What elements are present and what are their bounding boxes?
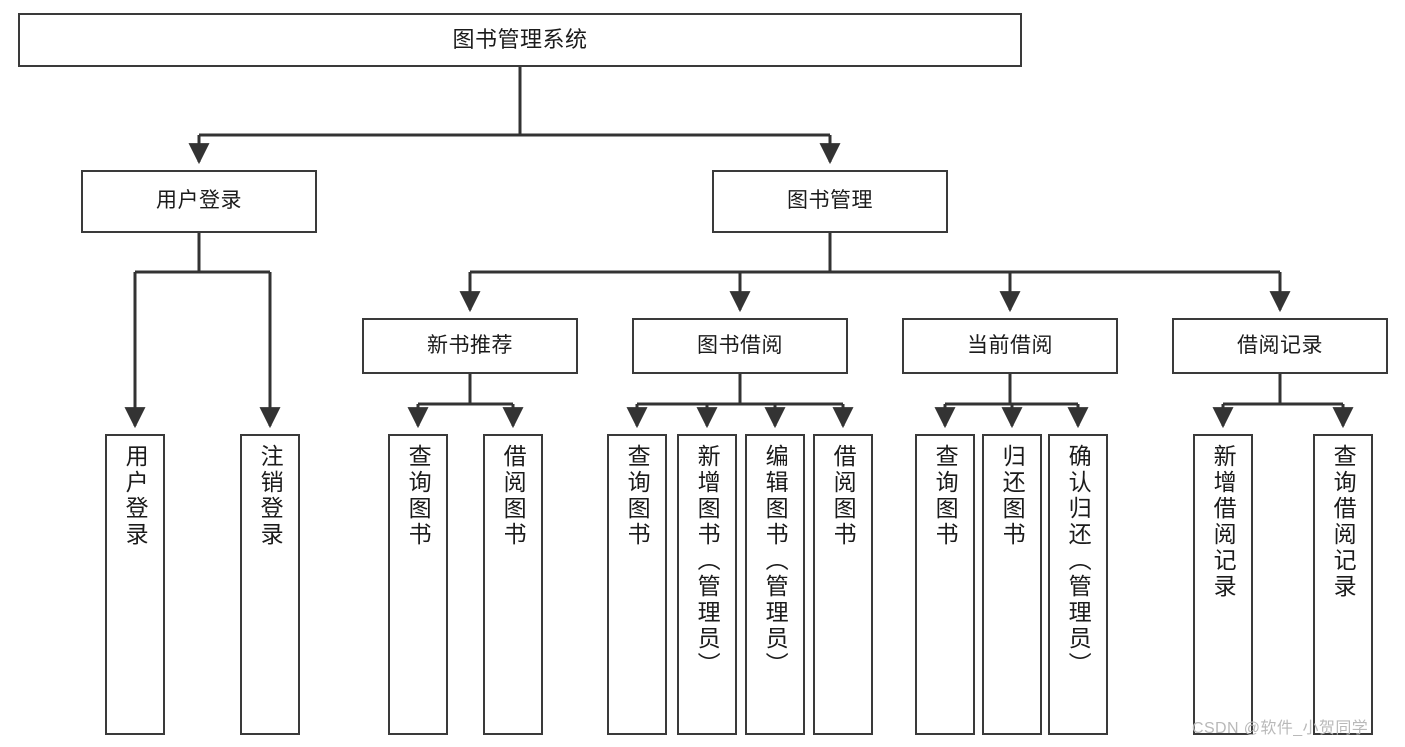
leaf-user-logout-label: 注销登录 — [257, 444, 284, 548]
leaf-user-logout[interactable]: 注销登录 — [240, 434, 300, 735]
leaf-add-book-admin-label: 新增图书（管理员） — [694, 444, 721, 678]
node-book-borrowing[interactable]: 图书借阅 — [632, 318, 848, 374]
leaf-query-book-recommend-label: 查询图书 — [405, 444, 432, 548]
leaf-return-book-label: 归还图书 — [999, 444, 1026, 548]
leaf-query-book-current[interactable]: 查询图书 — [915, 434, 975, 735]
node-root[interactable]: 图书管理系统 — [18, 13, 1022, 67]
leaf-query-borrow-record-label: 查询借阅记录 — [1330, 444, 1357, 600]
node-book-borrowing-label: 图书借阅 — [697, 333, 783, 357]
leaf-query-borrow-record[interactable]: 查询借阅记录 — [1313, 434, 1373, 735]
node-borrowing-records-label: 借阅记录 — [1237, 333, 1323, 357]
node-user-login-label: 用户登录 — [156, 189, 242, 213]
leaf-add-borrow-record[interactable]: 新增借阅记录 — [1193, 434, 1253, 735]
leaf-add-borrow-record-label: 新增借阅记录 — [1210, 444, 1237, 600]
leaf-return-book[interactable]: 归还图书 — [982, 434, 1042, 735]
node-current-borrowing-label: 当前借阅 — [967, 333, 1053, 357]
node-new-book-recommendation[interactable]: 新书推荐 — [362, 318, 578, 374]
leaf-borrow-book-recommend-label: 借阅图书 — [500, 444, 527, 548]
node-current-borrowing[interactable]: 当前借阅 — [902, 318, 1118, 374]
leaf-lend-book-label: 借阅图书 — [830, 444, 857, 548]
leaf-edit-book-admin-label: 编辑图书（管理员） — [762, 444, 789, 678]
leaf-edit-book-admin[interactable]: 编辑图书（管理员） — [745, 434, 805, 735]
node-root-label: 图书管理系统 — [452, 27, 588, 53]
leaf-add-book-admin[interactable]: 新增图书（管理员） — [677, 434, 737, 735]
node-borrowing-records[interactable]: 借阅记录 — [1172, 318, 1388, 374]
leaf-confirm-return-admin-label: 确认归还（管理员） — [1065, 444, 1092, 678]
leaf-query-book-current-label: 查询图书 — [932, 444, 959, 548]
leaf-user-login[interactable]: 用户登录 — [105, 434, 165, 735]
node-book-management[interactable]: 图书管理 — [712, 170, 948, 233]
node-book-management-label: 图书管理 — [787, 189, 873, 213]
leaf-query-book-borrowing[interactable]: 查询图书 — [607, 434, 667, 735]
leaf-query-book-borrowing-label: 查询图书 — [624, 444, 651, 548]
leaf-lend-book[interactable]: 借阅图书 — [813, 434, 873, 735]
leaf-confirm-return-admin[interactable]: 确认归还（管理员） — [1048, 434, 1108, 735]
leaf-user-login-label: 用户登录 — [122, 444, 149, 548]
node-user-login[interactable]: 用户登录 — [81, 170, 317, 233]
leaf-query-book-recommend[interactable]: 查询图书 — [388, 434, 448, 735]
node-new-book-recommendation-label: 新书推荐 — [427, 333, 513, 357]
leaf-borrow-book-recommend[interactable]: 借阅图书 — [483, 434, 543, 735]
